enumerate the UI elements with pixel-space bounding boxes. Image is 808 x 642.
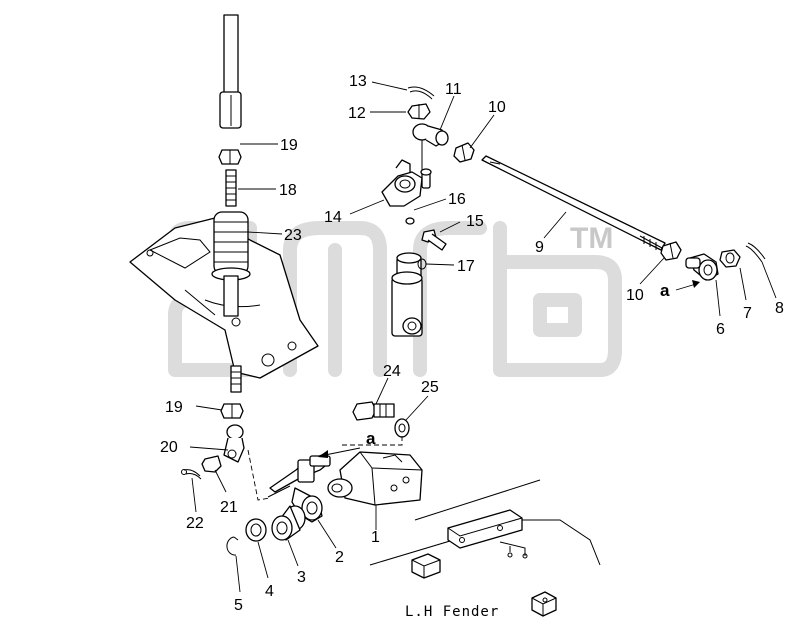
fender-symbol-icon [531, 591, 557, 617]
callout-10-lower: 10 [626, 287, 644, 304]
cotter-pin-22 [181, 469, 202, 480]
shift-lever-rod [219, 14, 242, 129]
callout-labels: 13 12 11 10 19 18 14 16 15 23 17 9 10 6 … [160, 73, 784, 614]
bushing-3 [271, 505, 306, 541]
callout-9: 9 [535, 239, 544, 256]
shaft [391, 252, 423, 337]
fender-caption: L.H Fender [405, 604, 499, 620]
callout-19-lower: 19 [165, 399, 183, 416]
arrow-mark-upper-label: a [660, 281, 670, 300]
nut-10-lower [660, 241, 682, 261]
callout-15: 15 [466, 213, 484, 230]
cotter-pin-13 [407, 86, 435, 100]
callout-11: 11 [445, 81, 462, 98]
arrow-mark-lower: a [318, 429, 376, 458]
callout-21: 21 [220, 499, 238, 516]
callout-4: 4 [265, 583, 274, 600]
watermark-logo: TM [168, 221, 622, 377]
ball-joint-6 [685, 253, 719, 281]
bolt-24 [352, 401, 395, 421]
watermark-tm: TM [570, 222, 613, 255]
fender-outline [369, 479, 601, 579]
leader-lines [189, 81, 777, 593]
callout-23: 23 [284, 227, 302, 244]
lever-14 [381, 159, 432, 207]
callout-25: 25 [421, 379, 439, 396]
callout-10-upper: 10 [488, 99, 506, 116]
callout-13: 13 [349, 73, 367, 90]
nut-21 [201, 455, 222, 473]
snap-ring-5 [226, 536, 239, 556]
callout-1: 1 [371, 529, 380, 546]
alignment-line-washer [340, 436, 403, 446]
rubber-boot-23 [211, 211, 251, 317]
ball-joint-11 [412, 123, 449, 172]
arrow-mark-upper: a [660, 280, 700, 300]
callout-2: 2 [335, 549, 344, 566]
nut-10-upper [453, 142, 475, 163]
callout-24: 24 [383, 363, 401, 380]
alignment-line-lower [247, 449, 271, 501]
rod-9 [481, 155, 666, 251]
callout-5: 5 [234, 597, 243, 614]
washer-25 [394, 418, 410, 438]
nut-19-upper [218, 149, 242, 165]
callout-14: 14 [324, 209, 342, 226]
ball-joint-20 [223, 424, 245, 463]
nut-12 [407, 103, 431, 120]
bolt-15 [421, 229, 447, 251]
nut-19-lower [220, 403, 244, 419]
callout-16: 16 [448, 191, 466, 208]
pin-16 [405, 217, 415, 225]
callout-12: 12 [348, 105, 366, 122]
lower-shaft [230, 365, 242, 393]
callout-19-upper: 19 [280, 137, 298, 154]
callout-20: 20 [160, 439, 178, 456]
threaded-stud-18 [225, 169, 237, 207]
nut-7 [719, 249, 741, 268]
callout-17: 17 [457, 258, 475, 275]
callout-7: 7 [743, 305, 752, 322]
callout-8: 8 [775, 300, 784, 317]
cotter-pin-8 [745, 242, 766, 263]
washer-4 [245, 518, 267, 542]
callout-3: 3 [297, 569, 306, 586]
housing-1 [327, 451, 423, 506]
callout-22: 22 [186, 515, 204, 532]
arrow-mark-lower-label: a [366, 429, 376, 448]
callout-18: 18 [279, 182, 297, 199]
callout-6: 6 [716, 321, 725, 338]
